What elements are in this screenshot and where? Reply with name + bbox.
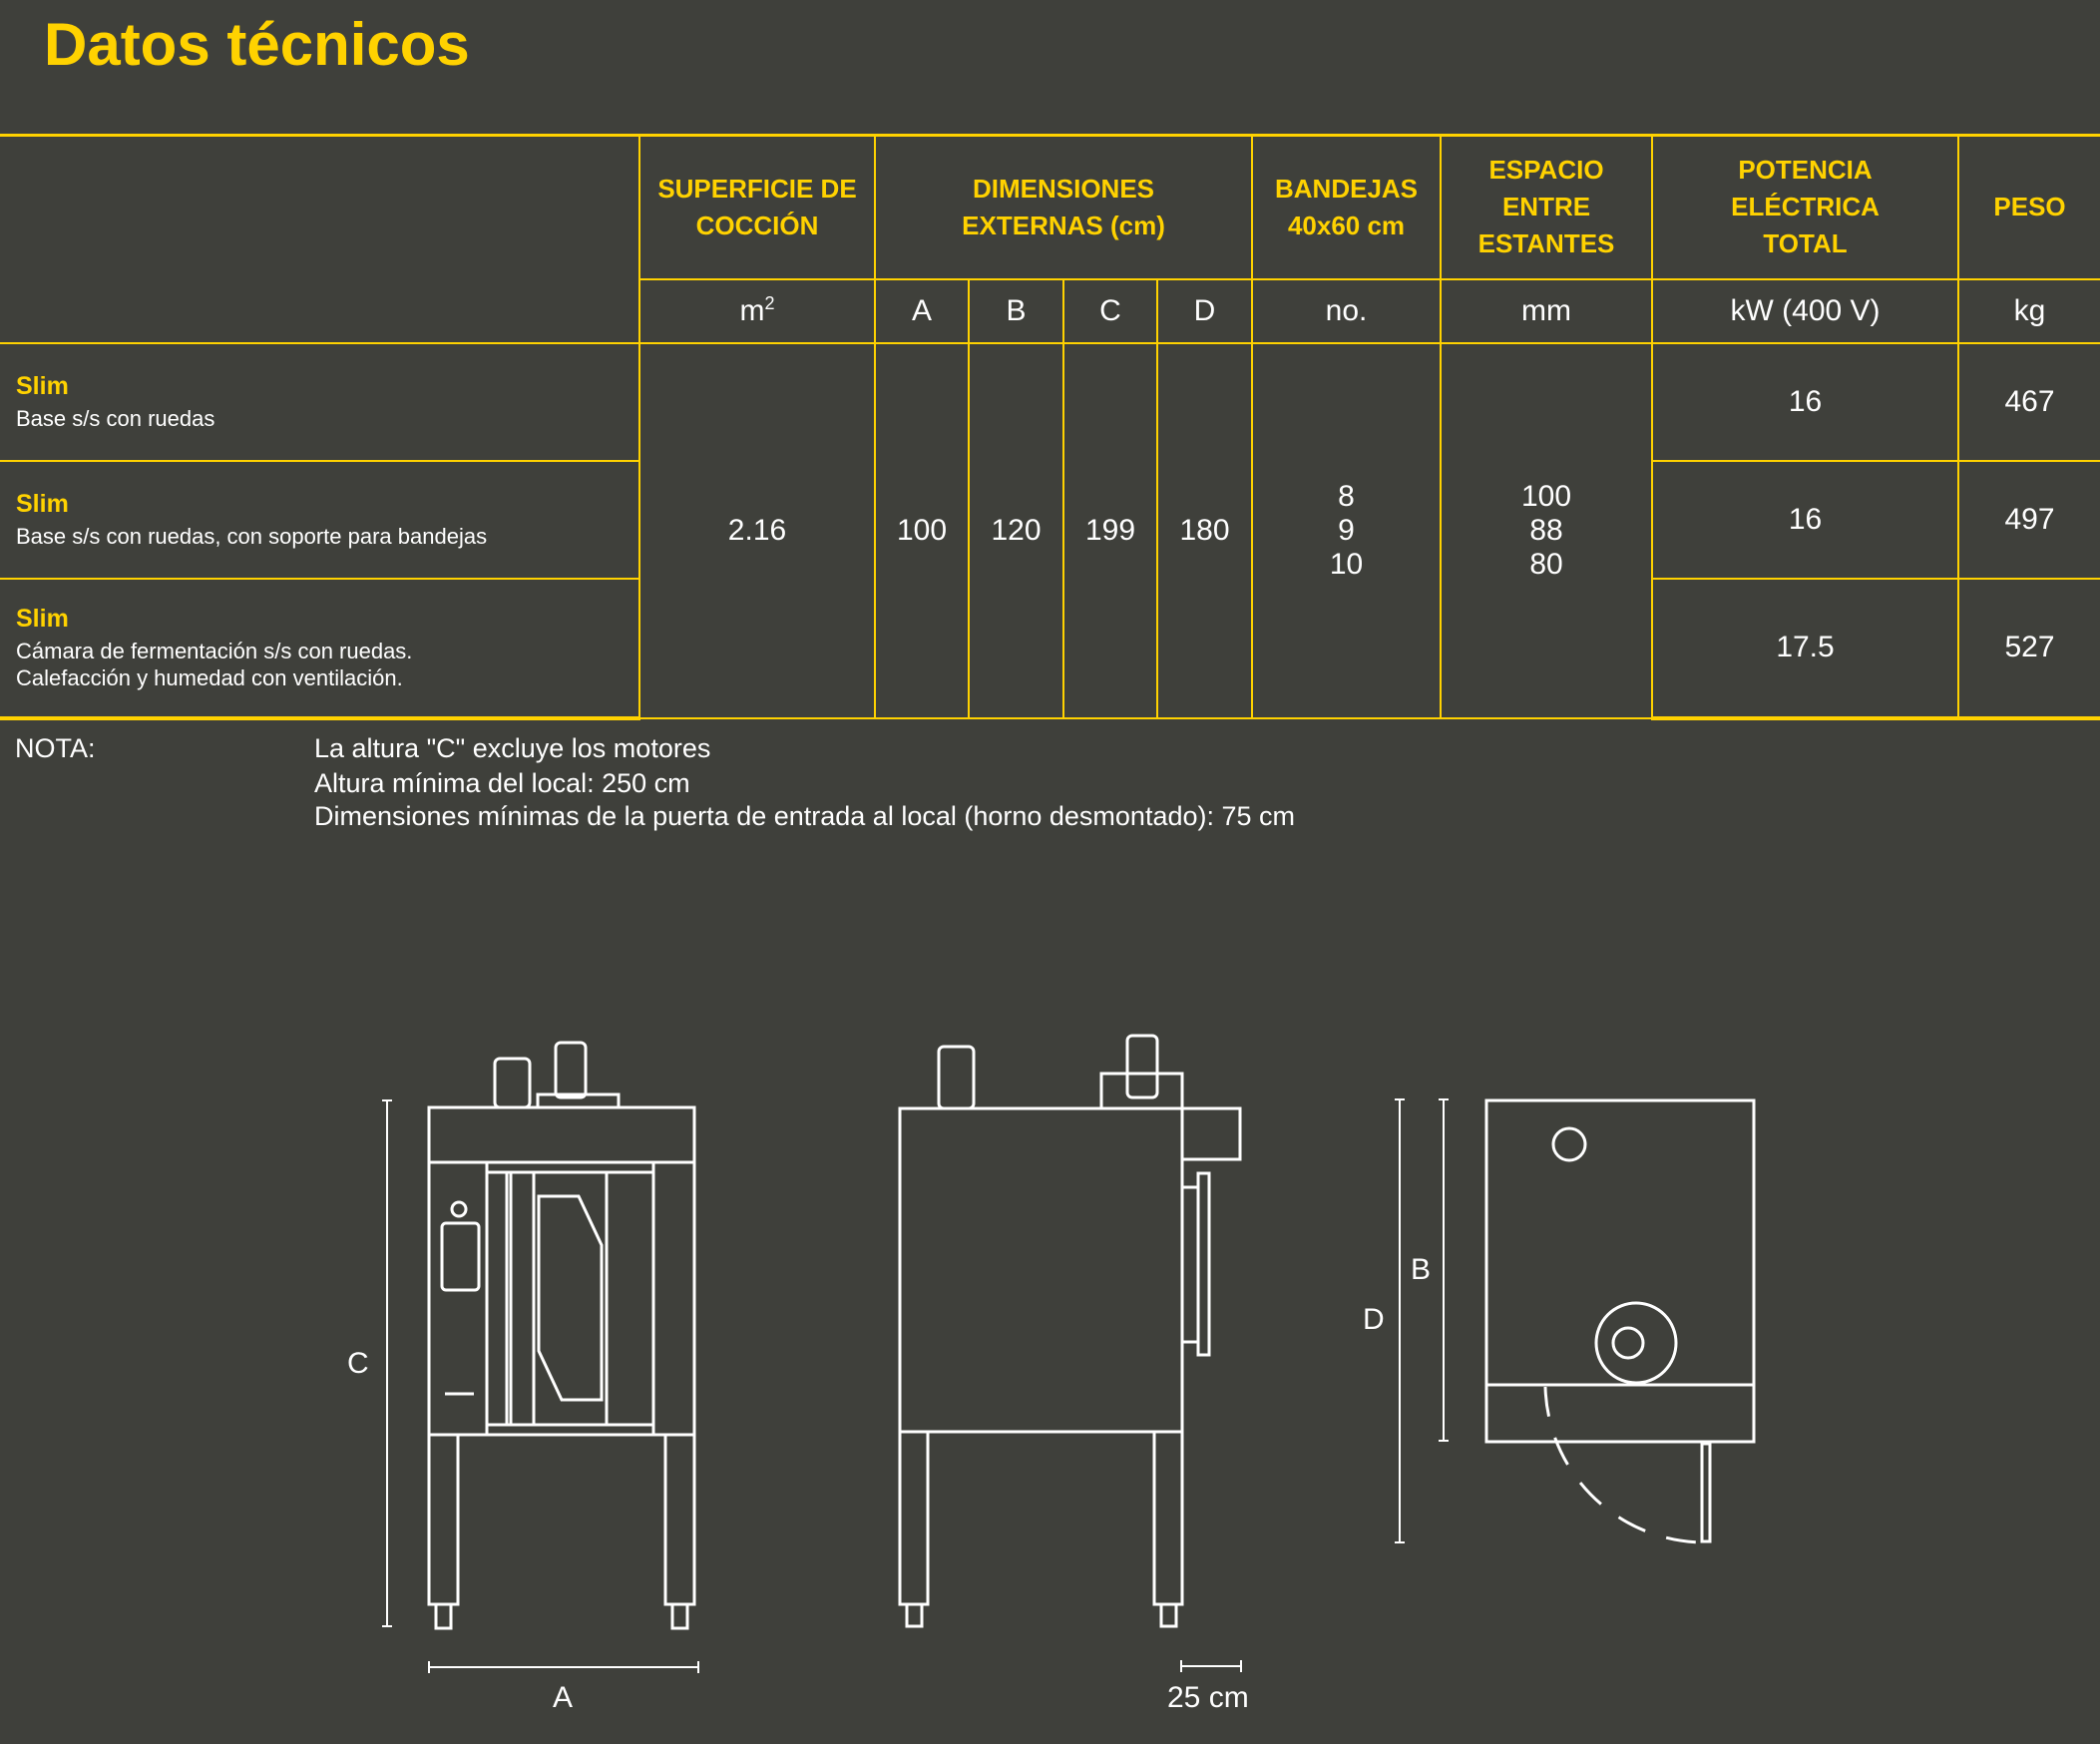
header-espacio-line1: ESPACIO <box>1488 155 1604 186</box>
header-bandejas-line2: 40x60 cm <box>1287 210 1406 240</box>
model-name: Slim <box>16 604 69 633</box>
espacio-values: 100 88 80 <box>1440 341 1654 719</box>
potencia-value: 17.5 <box>1651 577 1960 720</box>
model-cell: Slim Base s/s con ruedas <box>0 341 640 462</box>
peso-value: 467 <box>1957 341 2100 462</box>
technical-data-table: SUPERFICIE DE COCCIÓN DIMENSIONES EXTERN… <box>0 134 2100 720</box>
model-description-line1: Cámara de fermentación s/s con ruedas. <box>16 638 413 663</box>
unit-dim-a: A <box>874 277 970 344</box>
dimension-label-b: B <box>1411 1253 1432 1286</box>
dimension-label-a: A <box>553 1681 574 1714</box>
model-name: Slim <box>16 489 69 518</box>
top-view-drawing <box>1395 1098 1756 1544</box>
dim-b-value: 120 <box>968 341 1064 719</box>
header-bandejas-line1: BANDEJAS <box>1275 173 1419 204</box>
unit-espacio: mm <box>1440 277 1654 344</box>
unit-dim-b: B <box>968 277 1064 344</box>
bandejas-value: 8 <box>1338 479 1355 513</box>
front-view-drawing <box>382 1041 699 1673</box>
model-description-line2: Calefacción y humedad con ventilación. <box>16 664 403 690</box>
header-espacio: ESPACIO ENTRE ESTANTES <box>1440 134 1654 280</box>
dimension-label-c: C <box>347 1347 369 1380</box>
model-cell: Slim Base s/s con ruedas, con soporte pa… <box>0 459 640 580</box>
header-bandejas: BANDEJAS 40x60 cm <box>1251 134 1443 280</box>
header-potencia-line1: POTENCIA <box>1738 155 1873 186</box>
note-line: Dimensiones mínimas de la puerta de entr… <box>314 801 1296 831</box>
notes-label: NOTA: <box>15 733 96 763</box>
unit-dim-c: C <box>1062 277 1158 344</box>
page-title: Datos técnicos <box>44 11 470 78</box>
header-superficie-line1: SUPERFICIE DE <box>657 173 857 204</box>
header-superficie-line2: COCCIÓN <box>695 210 819 240</box>
header-potencia-line3: TOTAL <box>1763 228 1848 259</box>
header-dimensiones-line2: EXTERNAS (cm) <box>962 210 1165 240</box>
model-name: Slim <box>16 371 69 400</box>
header-potencia-line2: ELÉCTRICA <box>1731 192 1880 222</box>
unit-superficie: m2 <box>638 277 876 344</box>
header-espacio-line2: ENTRE <box>1501 192 1591 222</box>
model-description: Base s/s con ruedas, con soporte para ba… <box>16 523 488 549</box>
superficie-value: 2.16 <box>638 341 876 719</box>
empty-header-cell <box>0 134 640 344</box>
header-espacio-line3: ESTANTES <box>1477 228 1615 259</box>
unit-dim-d: D <box>1155 277 1254 344</box>
potencia-value: 16 <box>1651 459 1960 580</box>
dimension-label-d: D <box>1363 1303 1385 1336</box>
note-line: Altura mínima del local: 250 cm <box>314 768 690 798</box>
bandejas-value: 10 <box>1329 547 1364 581</box>
header-potencia: POTENCIA ELÉCTRICA TOTAL <box>1651 134 1960 280</box>
unit-bandejas: no. <box>1251 277 1443 344</box>
peso-value: 527 <box>1957 577 2100 720</box>
scale-label: 25 cm <box>1167 1681 1249 1714</box>
espacio-value: 88 <box>1529 513 1563 547</box>
peso-value: 497 <box>1957 459 2100 580</box>
side-view-drawing <box>898 1034 1242 1672</box>
dim-d-value: 180 <box>1155 341 1254 719</box>
model-description: Base s/s con ruedas <box>16 405 215 431</box>
header-dimensiones: DIMENSIONES EXTERNAS (cm) <box>873 134 1254 280</box>
unit-superficie-exponent: 2 <box>764 293 775 313</box>
dim-a-value: 100 <box>874 341 970 719</box>
dim-c-value: 199 <box>1062 341 1158 719</box>
model-cell: Slim Cámara de fermentación s/s con rued… <box>0 577 640 720</box>
unit-potencia: kW (400 V) <box>1651 277 1960 344</box>
potencia-value: 16 <box>1651 341 1960 462</box>
espacio-value: 100 <box>1520 479 1572 513</box>
header-peso: PESO <box>1957 134 2100 280</box>
bandejas-values: 8 9 10 <box>1251 341 1443 719</box>
table-row: Slim Base s/s con ruedas, con soporte pa… <box>0 459 2100 580</box>
bandejas-value: 9 <box>1338 513 1355 547</box>
header-dimensiones-line1: DIMENSIONES <box>972 173 1155 204</box>
unit-peso: kg <box>1957 277 2100 344</box>
header-superficie: SUPERFICIE DE COCCIÓN <box>638 134 876 280</box>
table-row: Slim Base s/s con ruedas 2.16 100 120 19… <box>0 341 2100 719</box>
unit-superficie-base: m <box>739 294 765 327</box>
espacio-value: 80 <box>1529 547 1563 581</box>
note-line: La altura "C" excluye los motores <box>314 733 711 763</box>
table-row: Slim Cámara de fermentación s/s con rued… <box>0 577 2100 720</box>
